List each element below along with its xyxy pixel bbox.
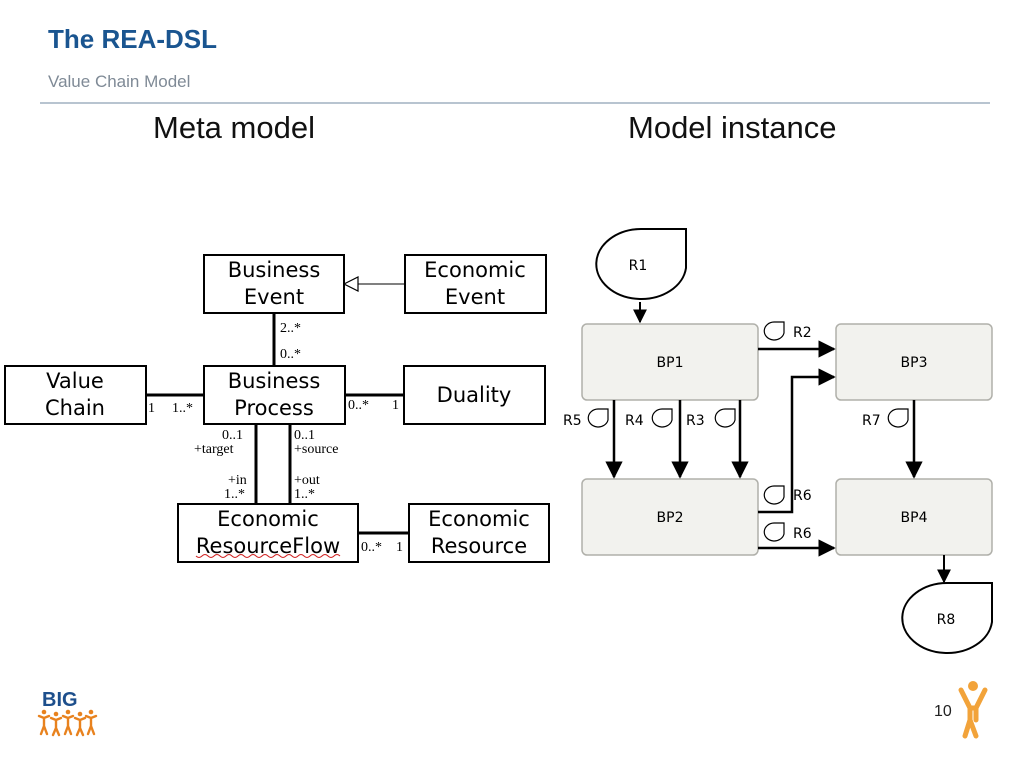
process-label: BP3 bbox=[901, 355, 928, 371]
multiplicity-label: 0..* bbox=[361, 540, 382, 555]
class-label: Event bbox=[244, 285, 304, 309]
multiplicity-label: 1..* bbox=[294, 487, 315, 502]
slide-subtitle: Value Chain Model bbox=[48, 72, 191, 91]
person-icon-graphic bbox=[958, 681, 988, 739]
economic-resource-class: Economic Resource bbox=[408, 503, 550, 563]
bp2-to-bp3-flow bbox=[758, 368, 836, 514]
multiplicity-label: 1..* bbox=[224, 487, 245, 502]
value-chain-class: Value Chain bbox=[4, 365, 147, 425]
process-label: BP2 bbox=[657, 510, 684, 526]
class-label: Duality bbox=[437, 383, 512, 407]
resource-r6-upper: R6 bbox=[763, 485, 812, 505]
process-label: BP1 bbox=[657, 355, 684, 371]
spellcheck-underline bbox=[195, 554, 341, 558]
economic-resource-flow-class: Economic ResourceFlow bbox=[177, 503, 359, 563]
multiplicity-label: 0..* bbox=[280, 347, 301, 362]
multiplicity-label: 0..* bbox=[348, 398, 369, 413]
class-label: Business bbox=[228, 369, 321, 393]
process-bp4: BP4 bbox=[835, 478, 993, 556]
class-label: Economic bbox=[217, 507, 319, 531]
role-label: +out bbox=[294, 473, 320, 488]
model-instance-diagram: R1 BP1 BP3 BP2 BP4 R2 bbox=[563, 228, 993, 654]
role-label: +in bbox=[228, 473, 247, 488]
multiplicity-label: 2..* bbox=[280, 321, 301, 336]
role-label: +source bbox=[294, 442, 338, 457]
multiplicity-label: 0..1 bbox=[222, 428, 243, 443]
class-label: Chain bbox=[45, 396, 105, 420]
resource-label: R3 bbox=[686, 413, 705, 429]
class-label: ResourceFlow bbox=[196, 534, 340, 558]
resource-label: R6 bbox=[793, 488, 812, 504]
resource-r3: R3 bbox=[686, 408, 736, 429]
business-process-class: Business Process bbox=[203, 365, 346, 425]
class-label: Business bbox=[228, 258, 321, 282]
resource-label: R5 bbox=[563, 413, 582, 429]
multiplicity-label: 1 bbox=[148, 401, 155, 416]
resource-label: R8 bbox=[937, 612, 956, 628]
big-logo-text: BIG bbox=[42, 689, 78, 711]
resource-r8: R8 bbox=[901, 582, 993, 654]
resource-label: R2 bbox=[793, 325, 812, 341]
process-bp2: BP2 bbox=[581, 478, 759, 556]
slide-title: The REA-DSL bbox=[48, 24, 217, 54]
resource-r2: R2 bbox=[763, 321, 812, 341]
class-label: Economic bbox=[428, 507, 530, 531]
process-label: BP4 bbox=[901, 510, 928, 526]
resource-r1: R1 bbox=[595, 228, 687, 300]
multiplicity-label: 0..1 bbox=[294, 428, 315, 443]
class-label: Economic bbox=[424, 258, 526, 282]
multiplicity-label: 1 bbox=[392, 398, 399, 413]
class-label: Event bbox=[445, 285, 505, 309]
resource-r4: R4 bbox=[625, 408, 673, 429]
resource-label: R7 bbox=[862, 413, 881, 429]
generalization-arrowhead bbox=[342, 276, 359, 292]
resource-r6-lower: R6 bbox=[763, 522, 812, 542]
resource-r5: R5 bbox=[563, 408, 609, 429]
multiplicity-label: 1..* bbox=[172, 401, 193, 416]
class-label: Process bbox=[234, 396, 314, 420]
process-bp3: BP3 bbox=[835, 323, 993, 401]
duality-class: Duality bbox=[403, 365, 546, 425]
class-label: Value bbox=[46, 369, 104, 393]
resource-label: R6 bbox=[793, 526, 812, 542]
resource-label: R4 bbox=[625, 413, 644, 429]
meta-model-diagram: Business Event Economic Event Value Chai… bbox=[4, 254, 550, 563]
role-label: +target bbox=[194, 442, 234, 457]
model-instance-heading: Model instance bbox=[628, 110, 837, 145]
business-event-class: Business Event bbox=[203, 254, 345, 314]
big-logo-graphic: BIG bbox=[37, 689, 98, 737]
header-divider bbox=[40, 102, 990, 104]
process-bp1: BP1 bbox=[581, 323, 759, 401]
meta-model-heading: Meta model bbox=[153, 110, 315, 145]
class-label: Resource bbox=[431, 534, 527, 558]
multiplicity-label: 1 bbox=[396, 540, 403, 555]
page-number: 10 bbox=[934, 703, 952, 720]
resource-label: R1 bbox=[629, 258, 648, 274]
resource-r7: R7 bbox=[862, 408, 909, 429]
economic-event-class: Economic Event bbox=[404, 254, 547, 314]
